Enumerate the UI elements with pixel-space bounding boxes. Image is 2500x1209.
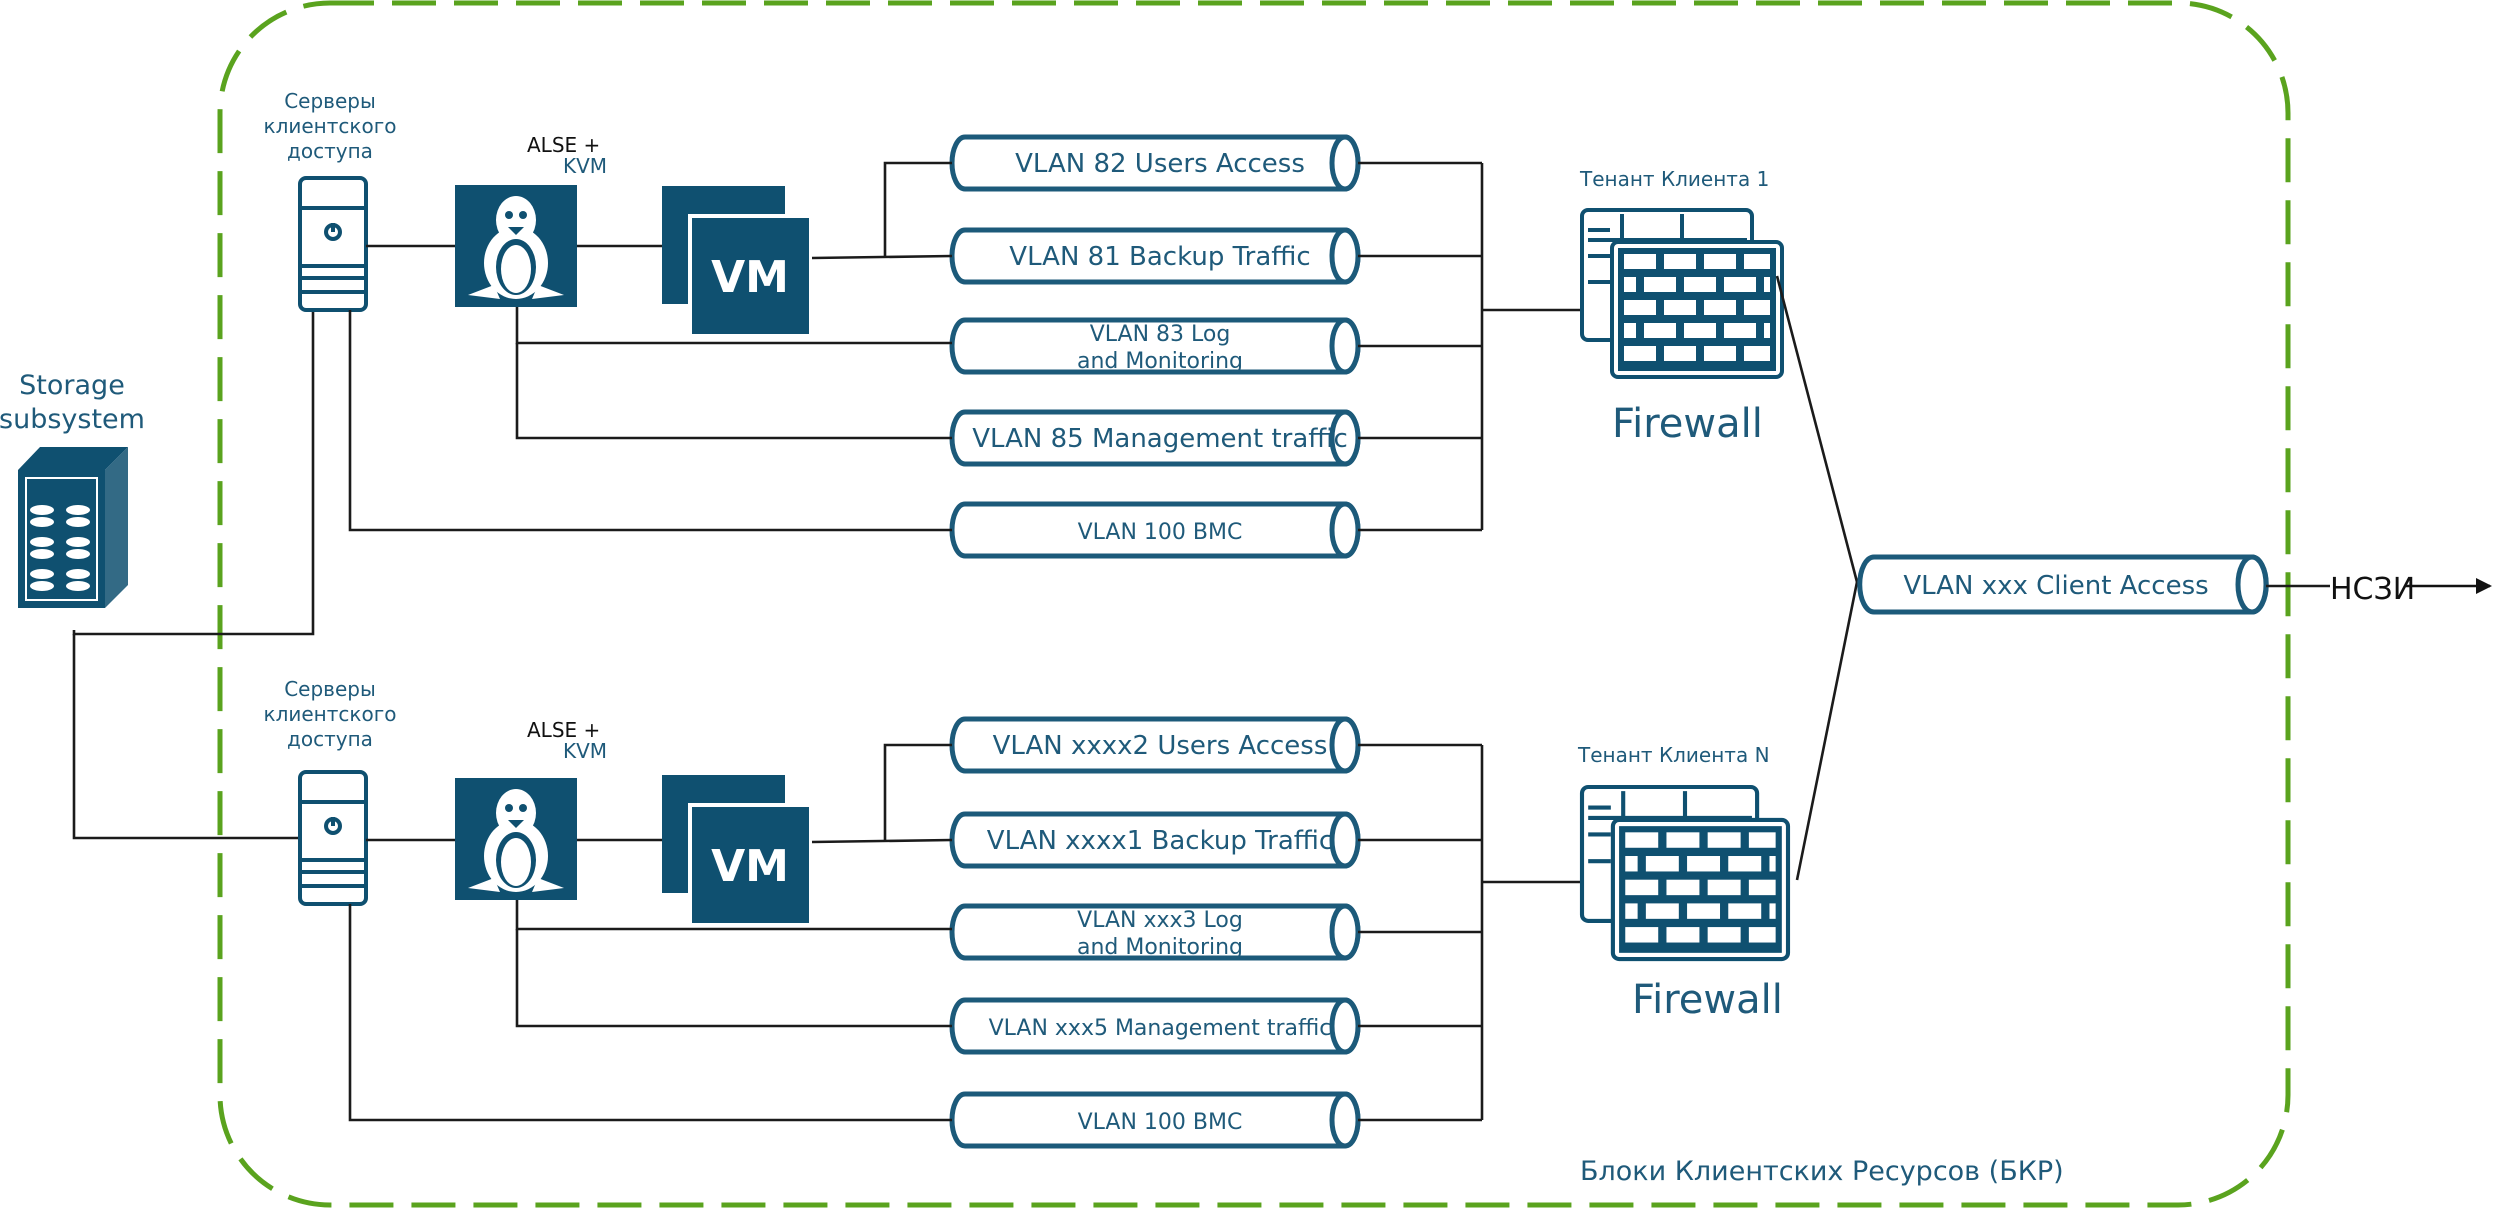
vm-icon: VM xyxy=(662,186,811,334)
link-vm-vlan xyxy=(811,838,953,844)
vm-label: VM xyxy=(711,841,789,892)
server-label-line: клиентского xyxy=(264,702,397,726)
link-vm-vlan xyxy=(883,743,952,842)
vlan-client-access-label: VLAN xxx Client Access xyxy=(1903,571,2208,601)
vlan-label: VLAN xxx3 Log xyxy=(1077,908,1243,933)
storage-label-line2: subsystem xyxy=(0,404,145,435)
vlan-tube: VLAN 82 Users Access xyxy=(949,134,1482,192)
vm-label: VM xyxy=(711,252,789,303)
uplink: VLAN xxx Client Access НСЗИ xyxy=(1775,275,2492,881)
vlan-tube: VLAN 81 Backup Traffic xyxy=(949,227,1482,285)
server-icon xyxy=(298,770,368,906)
vlan-tube: VLAN xxx5 Management traffic xyxy=(949,997,1482,1055)
firewall-label: Firewall xyxy=(1612,401,1763,447)
storage-icon xyxy=(18,447,128,608)
link-hypervisor-vlan xyxy=(515,343,952,440)
vlan-label: VLAN 85 Management traffic xyxy=(972,424,1348,454)
vm-icon: VM xyxy=(662,775,811,923)
vlan-label: VLAN xxxx1 Backup Traffic xyxy=(987,826,1333,856)
tenant-label: Тенант Клиента N xyxy=(1577,743,1770,767)
container-label: Блоки Клиентских Ресурсов (БКР) xyxy=(1580,1156,2064,1187)
hypervisor-label-line: KVM xyxy=(563,739,607,763)
server-label-line: клиентского xyxy=(264,114,397,138)
server-label-line: доступа xyxy=(287,727,373,751)
linux-tux-icon xyxy=(455,778,577,900)
vlan-label: VLAN 83 Log xyxy=(1090,322,1231,347)
vlan-tube: VLAN 100 BMC xyxy=(949,1091,1482,1149)
vlan-tube: VLAN 100 BMC xyxy=(949,501,1482,559)
vlan-label: VLAN 100 BMC xyxy=(1078,520,1243,545)
link-hypervisor-vlan xyxy=(515,929,952,1028)
storage-subsystem: Storage subsystem xyxy=(0,370,145,608)
vlan-tube: VLAN xxxx2 Users Access xyxy=(949,716,1482,774)
vlan-label: VLAN 81 Backup Traffic xyxy=(1009,242,1310,272)
link-vm-vlan xyxy=(811,254,953,260)
link-server-bmc xyxy=(348,310,952,532)
vlan-label: and Monitoring xyxy=(1077,349,1243,374)
server-label-line: Серверы xyxy=(284,677,376,701)
server-icon xyxy=(298,176,368,312)
firewall-icon xyxy=(1579,784,1791,962)
hypervisor-label-line: KVM xyxy=(563,154,607,178)
vlan-label: and Monitoring xyxy=(1077,935,1243,960)
hypervisor-label-line: ALSE + xyxy=(527,133,600,157)
firewall-icon xyxy=(1580,208,1784,379)
firewall-label: Firewall xyxy=(1632,977,1783,1023)
client-resource-block-container xyxy=(217,0,2291,1208)
storage-label-line1: Storage xyxy=(19,370,125,401)
storage-links xyxy=(72,312,315,840)
link-vm-vlan xyxy=(883,161,952,258)
vlan-label: VLAN 100 BMC xyxy=(1078,1110,1243,1135)
nszi-label: НСЗИ xyxy=(2330,572,2415,607)
vlan-client-access-tube: VLAN xxx Client Access xyxy=(1857,554,2269,615)
vlan-label: VLAN 82 Users Access xyxy=(1015,149,1305,179)
server-label-line: Серверы xyxy=(284,89,376,113)
vlan-label: VLAN xxxx2 Users Access xyxy=(993,731,1328,761)
hypervisor-label-line: ALSE + xyxy=(527,718,600,742)
vlan-tube: VLAN xxxx1 Backup Traffic xyxy=(949,811,1482,869)
vlan-label: VLAN xxx5 Management traffic xyxy=(989,1016,1332,1041)
server-label-line: доступа xyxy=(287,139,373,163)
tenant-label: Тенант Клиента 1 xyxy=(1579,167,1769,191)
linux-tux-icon xyxy=(455,185,577,307)
vlan-tube: VLAN 85 Management traffic xyxy=(949,409,1482,467)
link-server-bmc xyxy=(348,904,952,1122)
